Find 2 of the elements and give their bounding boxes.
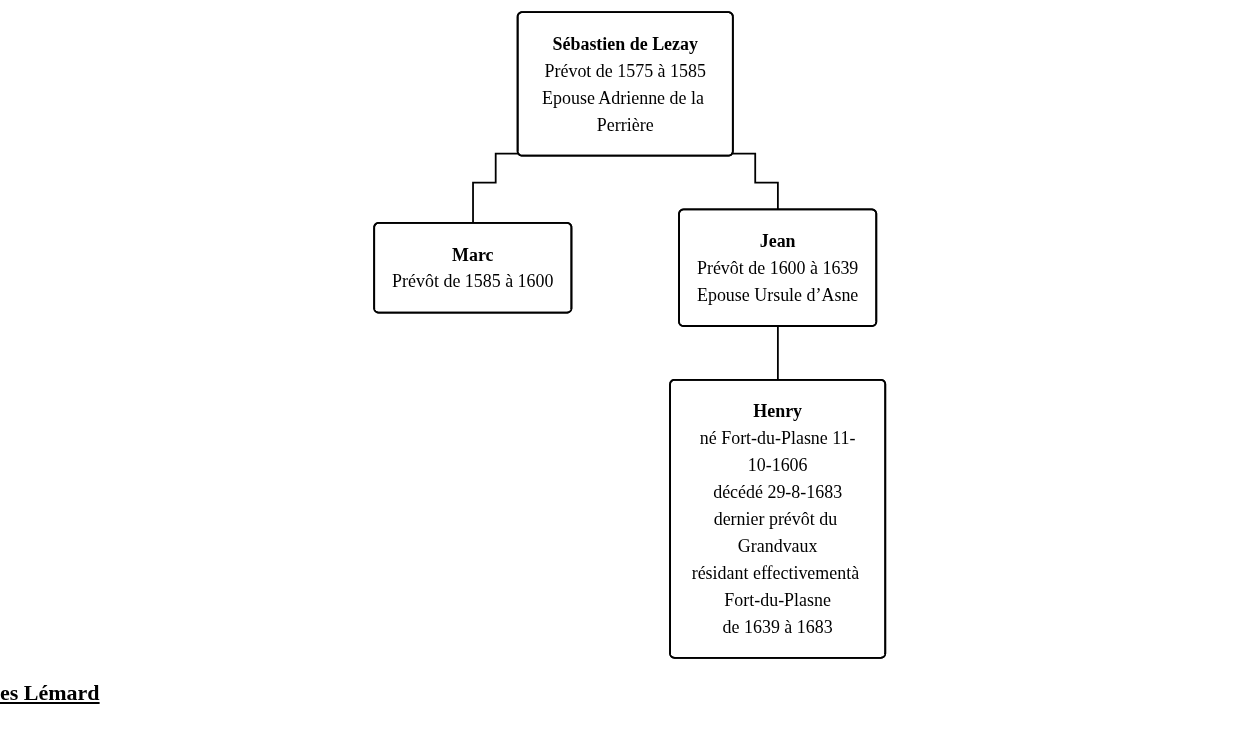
note-text: es Lémard (0, 680, 100, 706)
connector (731, 152, 779, 211)
